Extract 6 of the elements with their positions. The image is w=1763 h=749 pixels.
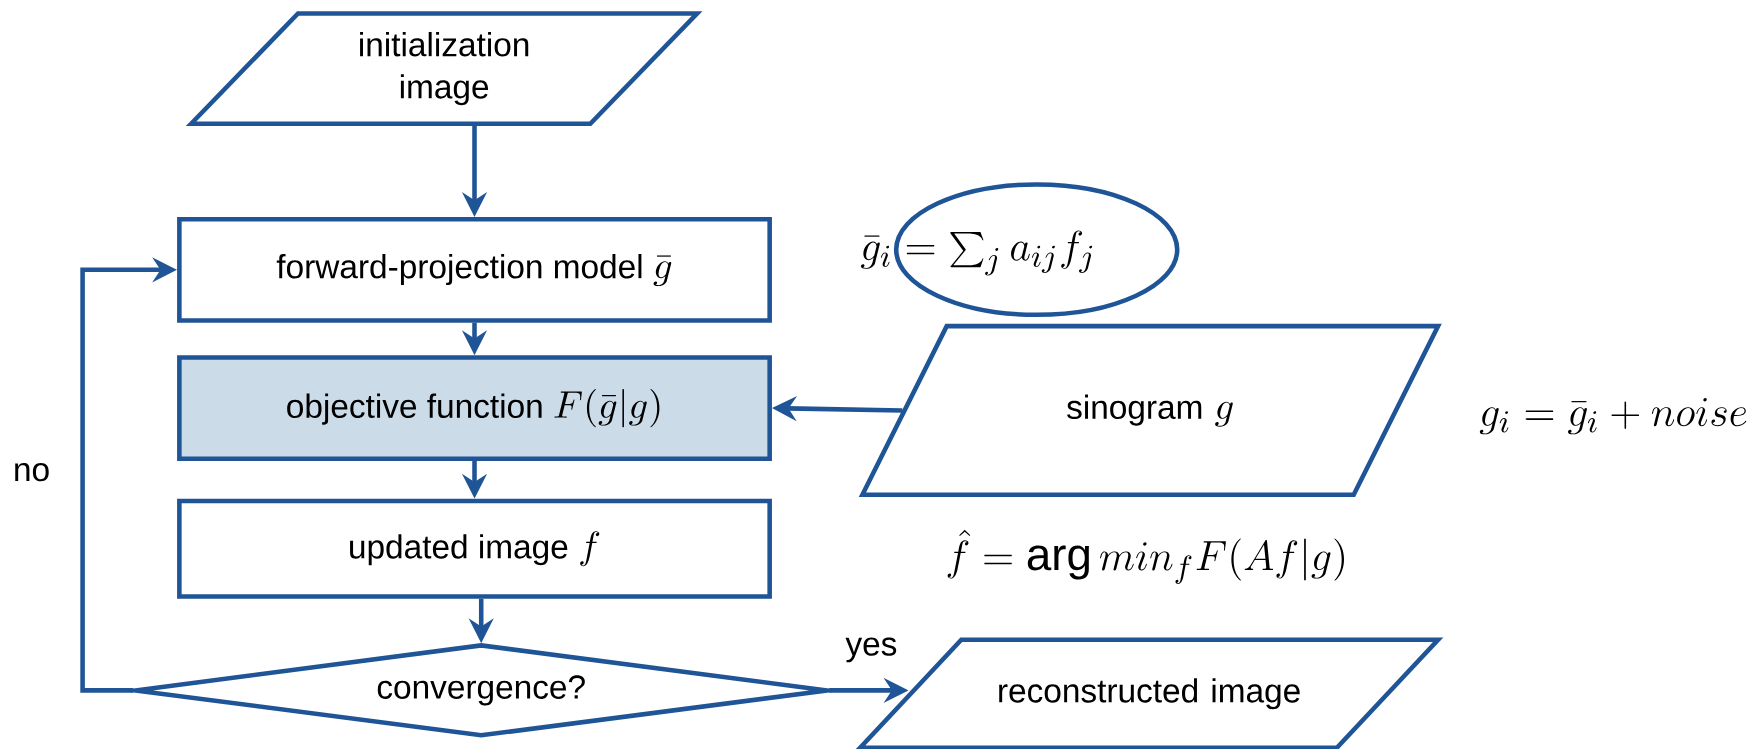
edge-label: no — [9, 459, 54, 485]
process-box: updated image $f$ — [177, 498, 772, 599]
formula: $\hat{f} = \arg min_f F(Af|g)$ — [947, 529, 1344, 584]
process-box: forward-projection model $\bar{g}$ — [177, 216, 772, 323]
process-box: objective function $F(\bar{g}|g)$ — [177, 355, 772, 461]
formula: $g_i = \bar{g}_i + noise$ — [1479, 398, 1747, 435]
